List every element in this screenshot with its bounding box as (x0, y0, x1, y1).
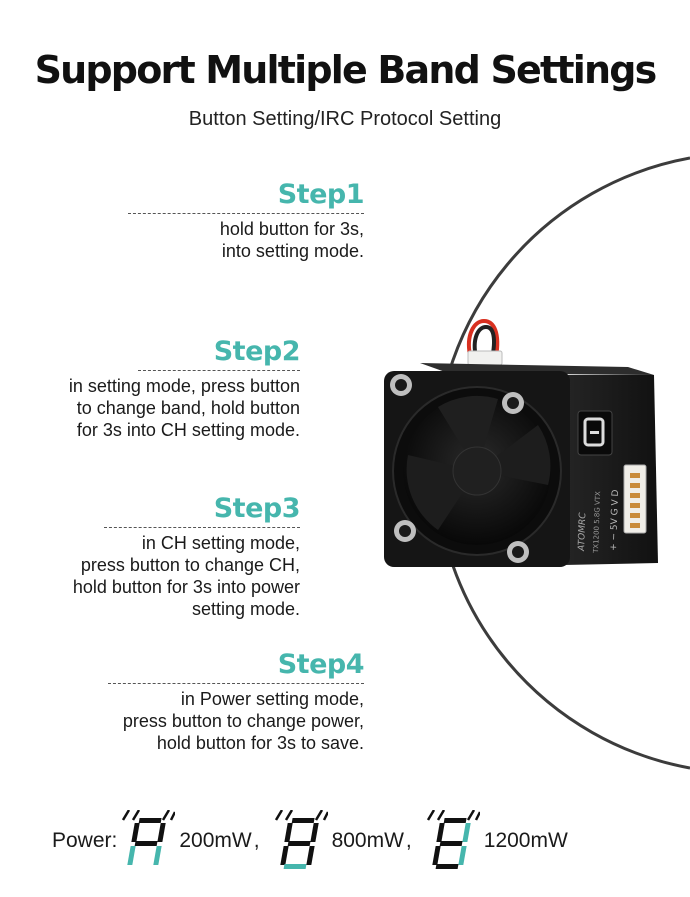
step-3-divider (104, 527, 300, 528)
device-pin-labels: + − 5V G V D (609, 489, 621, 551)
step-1-label: Step1 (277, 179, 365, 210)
seven-segment-display-icon (426, 810, 480, 869)
fan-icon (392, 386, 562, 556)
step-4-label: Step4 (277, 649, 365, 680)
step-2-divider (138, 370, 300, 371)
power-level-separator: , (405, 829, 412, 852)
step-3-line: setting mode. (191, 599, 300, 619)
device-brand: ATOMRC (577, 512, 588, 552)
step-4: Step4 in Power setting mode, press butto… (60, 649, 365, 754)
wire-icon (467, 318, 503, 366)
step-3-label: Step3 (213, 493, 301, 524)
step-4-description: in Power setting mode, press button to c… (60, 688, 364, 754)
step-4-line: hold button for 3s to save. (156, 733, 364, 753)
step-1-line: hold button for 3s, (219, 219, 364, 239)
page-title: Support Multiple Band Settings (34, 48, 658, 92)
seven-segment-display-icon (577, 410, 613, 456)
step-3-description: in CH setting mode, press button to chan… (50, 532, 300, 620)
page-subtitle: Button Setting/IRC Protocol Setting (188, 108, 502, 130)
step-2: Step2 in setting mode, press button to c… (50, 336, 301, 441)
step-1-line: into setting mode. (221, 241, 364, 261)
step-2-label: Step2 (213, 336, 301, 367)
mounting-screw-icon (390, 374, 529, 563)
step-1-description: hold button for 3s, into setting mode. (128, 218, 364, 262)
seven-segment-display-icon (274, 810, 328, 869)
step-4-line: press button to change power, (122, 711, 364, 731)
step-1-divider (128, 213, 364, 214)
power-level-value: 1200mW (483, 829, 568, 852)
seven-segment-display-icon (122, 810, 176, 865)
connector-icon (623, 464, 647, 534)
power-level-value: 200mW (179, 829, 252, 852)
step-4-line: in Power setting mode, (180, 689, 364, 709)
power-level-value: 800mW (331, 829, 404, 852)
step-2-line: in setting mode, press button (68, 376, 300, 396)
power-levels-row: Power: 200mW , 800mW , (52, 806, 652, 876)
step-2-line: to change band, hold button (76, 398, 300, 418)
step-3-line: press button to change CH, (80, 555, 300, 575)
step-3: Step3 in CH setting mode, press button t… (50, 493, 301, 620)
step-2-description: in setting mode, press button to change … (50, 375, 300, 441)
step-4-divider (108, 683, 364, 684)
power-level-separator: , (253, 829, 260, 852)
step-3-line: hold button for 3s into power (72, 577, 300, 597)
vtx-device-image: ATOMRC TX1200 5.8G VTX + − 5V G V D (384, 318, 658, 567)
step-1: Step1 hold button for 3s, into setting m… (128, 179, 365, 262)
power-label: Power: (52, 829, 118, 852)
device-model: TX1200 5.8G VTX (592, 491, 602, 554)
step-3-line: in CH setting mode, (141, 533, 300, 553)
step-2-line: for 3s into CH setting mode. (76, 420, 300, 440)
